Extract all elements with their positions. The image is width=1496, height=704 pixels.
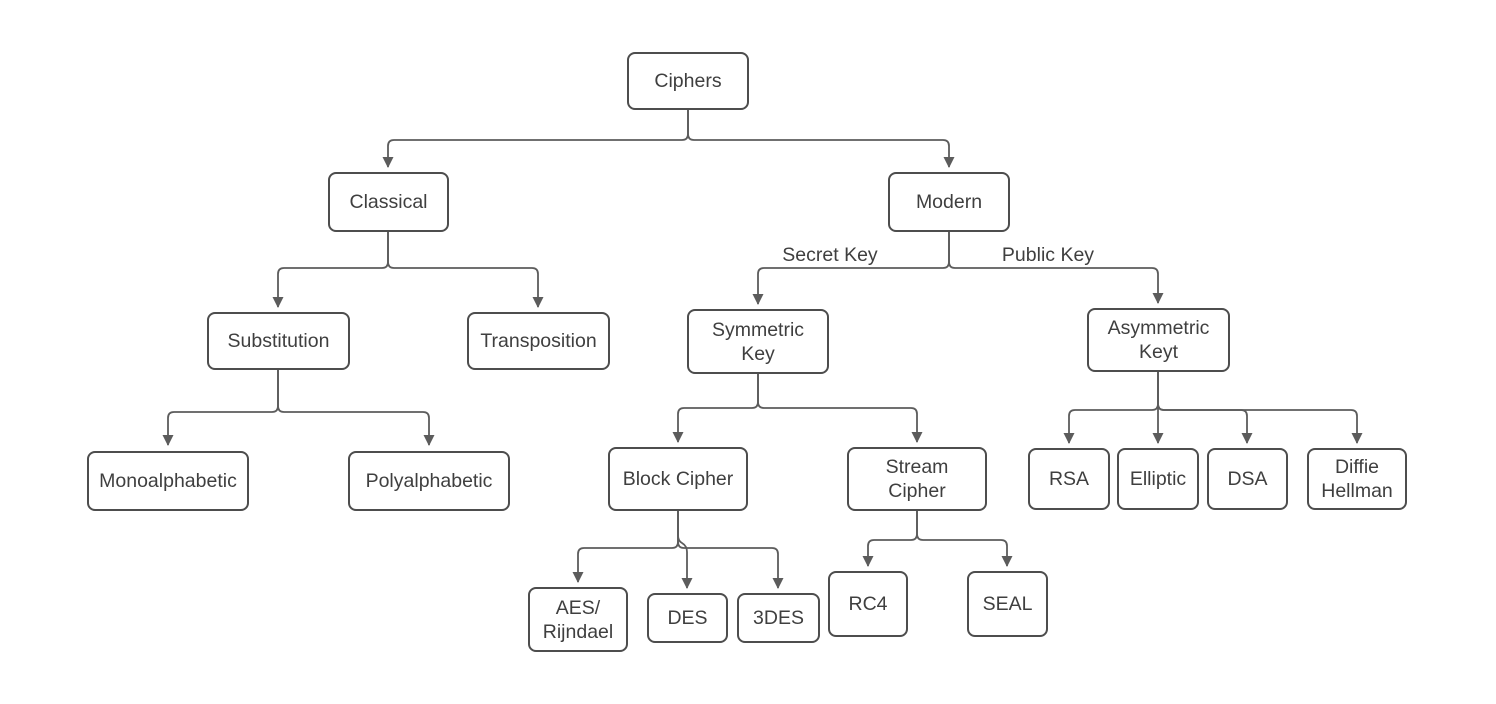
- node-aes-rijndael: AES/Rijndael: [528, 587, 628, 652]
- edge-stream-rc4: [862, 511, 918, 567]
- node-rc4-label: RC4: [848, 593, 888, 615]
- node-classical: Classical: [328, 172, 449, 232]
- node-aes-rijndael-label: AES/Rijndael: [542, 596, 614, 643]
- edge-symmetric-stream-cipher: [757, 374, 923, 443]
- edge-substitution-polyalphabetic: [277, 370, 435, 446]
- edge-classical-substitution: [272, 232, 389, 308]
- edge-modern-asymmetric-key: [948, 232, 1164, 304]
- edge-ciphers-modern: [687, 110, 955, 168]
- node-block-cipher-label: Block Cipher: [622, 468, 734, 490]
- edge-asymmetric-rsa: [1063, 372, 1159, 444]
- edge-asymmetric-diffie-hellman: [1157, 372, 1363, 444]
- node-ciphers: Ciphers: [627, 52, 749, 110]
- node-3des: 3DES: [737, 593, 820, 643]
- node-transposition-label: Transposition: [480, 330, 597, 352]
- node-classical-label: Classical: [349, 191, 428, 213]
- node-rsa-label: RSA: [1048, 468, 1090, 490]
- node-elliptic: Elliptic: [1117, 448, 1199, 510]
- edge-block-aes-rijndael: [572, 511, 679, 583]
- node-seal-label: SEAL: [982, 593, 1033, 615]
- node-des-label: DES: [667, 607, 708, 629]
- node-block-cipher: Block Cipher: [608, 447, 748, 511]
- edge-label-secret-key: Secret Key: [782, 244, 878, 266]
- node-dsa: DSA: [1207, 448, 1288, 510]
- edge-substitution-monoalphabetic: [162, 370, 279, 446]
- node-rsa: RSA: [1028, 448, 1110, 510]
- node-polyalphabetic: Polyalphabetic: [348, 451, 510, 511]
- node-polyalphabetic-label: Polyalphabetic: [365, 470, 493, 492]
- node-transposition: Transposition: [467, 312, 610, 370]
- edge-asymmetric-dsa: [1157, 372, 1253, 444]
- node-elliptic-label: Elliptic: [1129, 468, 1187, 490]
- edge-block-des: [677, 511, 693, 589]
- node-substitution: Substitution: [207, 312, 350, 370]
- node-rc4: RC4: [828, 571, 908, 637]
- edge-symmetric-block-cipher: [672, 374, 759, 443]
- node-monoalphabetic: Monoalphabetic: [87, 451, 249, 511]
- node-ciphers-label: Ciphers: [654, 70, 722, 92]
- node-modern: Modern: [888, 172, 1010, 232]
- node-seal: SEAL: [967, 571, 1048, 637]
- node-dsa-label: DSA: [1227, 468, 1268, 490]
- node-3des-label: 3DES: [753, 607, 804, 629]
- edge-stream-seal: [916, 511, 1013, 567]
- edge-ciphers-classical: [382, 110, 689, 168]
- edge-block-3des: [677, 511, 784, 589]
- edge-label-public-key: Public Key: [1001, 244, 1095, 266]
- node-monoalphabetic-label: Monoalphabetic: [99, 470, 237, 492]
- edge-classical-transposition: [387, 232, 544, 308]
- node-des: DES: [647, 593, 728, 643]
- edge-modern-symmetric-key: [752, 232, 950, 305]
- node-modern-label: Modern: [915, 191, 983, 213]
- node-substitution-label: Substitution: [227, 330, 330, 352]
